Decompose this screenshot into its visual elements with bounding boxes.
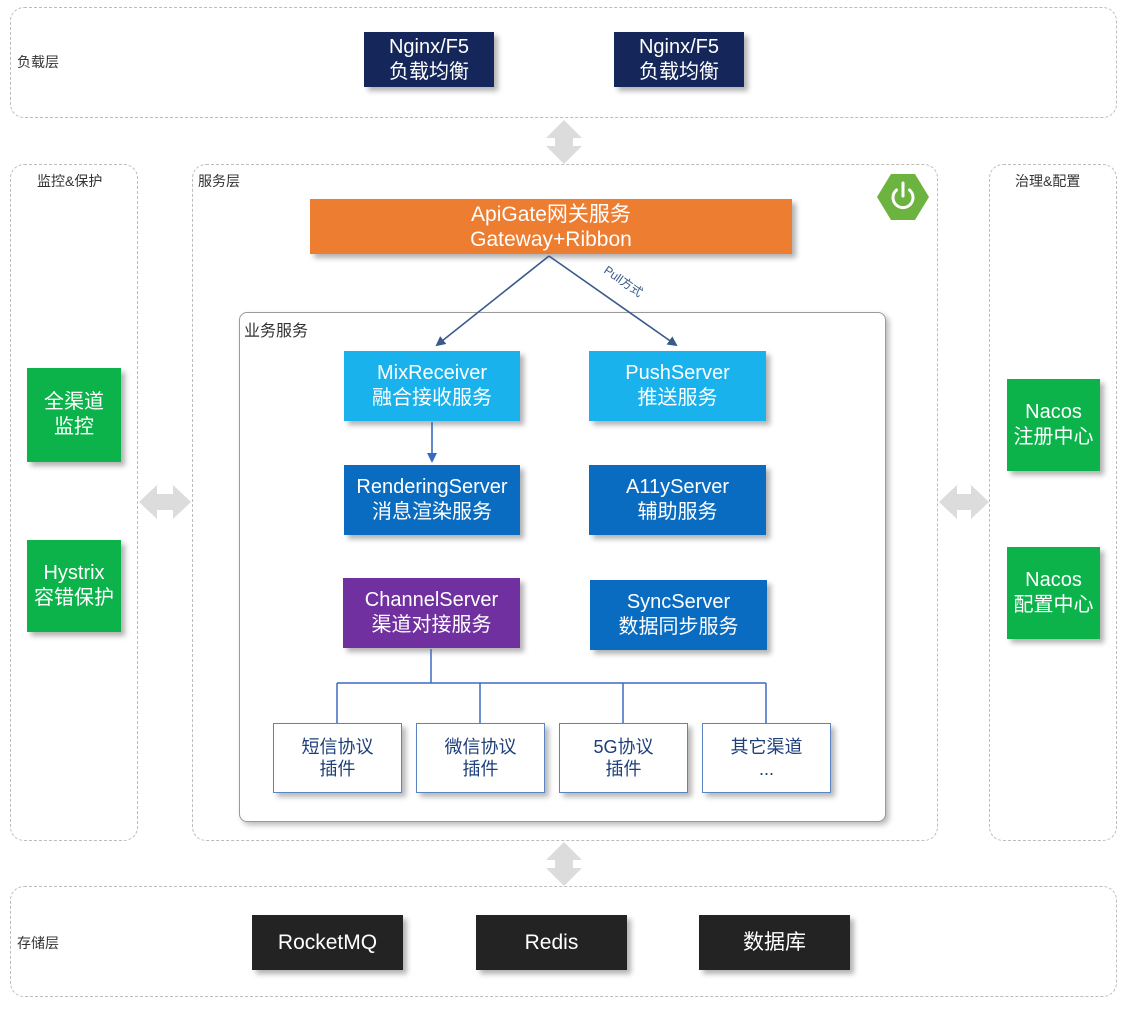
sync-server-box: SyncServer 数据同步服务	[590, 580, 767, 650]
nacos-config-box: Nacos 配置中心	[1007, 547, 1100, 639]
plugin-other-line1: 其它渠道	[730, 737, 803, 757]
load-balancer-2-line2: 负载均衡	[639, 60, 719, 83]
nacos-registry-line2: 注册中心	[1013, 426, 1094, 448]
plugin-other: 其它渠道 ...	[702, 723, 831, 793]
hystrix-box: Hystrix 容错保护	[27, 540, 121, 632]
rocketmq-label: RocketMQ	[277, 931, 378, 954]
nacos-config-line2: 配置中心	[1013, 594, 1094, 616]
plugin-wechat-line2: 插件	[462, 759, 499, 779]
channel-server-desc: 渠道对接服务	[371, 614, 492, 636]
push-server-desc: 推送服务	[637, 387, 718, 409]
plugin-other-line2: ...	[758, 759, 774, 779]
hystrix-line2: 容错保护	[34, 587, 114, 609]
channel-plugin-tree	[336, 649, 767, 723]
monitor-all-channel-line1: 全渠道	[44, 391, 104, 413]
load-balancer-1-line2: 负载均衡	[389, 60, 469, 83]
nacos-config-line1: Nacos	[1025, 569, 1082, 591]
plugin-wechat: 微信协议 插件	[416, 723, 545, 793]
plugin-sms: 短信协议 插件	[273, 723, 402, 793]
nacos-registry-line1: Nacos	[1025, 401, 1082, 423]
channel-server-box: ChannelServer 渠道对接服务	[343, 578, 520, 648]
plugin-5g-line1: 5G协议	[593, 737, 654, 757]
monitor-layer-region	[10, 164, 138, 841]
redis-box: Redis	[476, 915, 627, 970]
service-layer-region	[192, 164, 938, 841]
service-storage-double-arrow	[546, 842, 582, 886]
monitor-all-channel-box: 全渠道 监控	[27, 368, 121, 462]
gateway-line1: ApiGate网关服务	[471, 202, 631, 226]
monitor-service-double-arrow	[139, 485, 191, 519]
mix-receiver-box: MixReceiver 融合接收服务	[344, 351, 520, 421]
plugin-5g-line2: 插件	[605, 759, 642, 779]
service-governance-double-arrow	[939, 485, 989, 519]
channel-server-name: ChannelServer	[364, 589, 499, 611]
rocketmq-box: RocketMQ	[252, 915, 403, 970]
load-service-double-arrow	[546, 120, 582, 164]
rendering-server-box: RenderingServer 消息渲染服务	[344, 465, 520, 535]
load-layer-region	[10, 7, 1117, 118]
a11y-server-name: A11yServer	[625, 476, 729, 498]
load-balancer-1-line1: Nginx/F5	[388, 35, 470, 58]
load-balancer-1: Nginx/F5 负载均衡	[364, 32, 494, 87]
push-server-name: PushServer	[625, 362, 730, 384]
load-balancer-2-line1: Nginx/F5	[638, 35, 720, 58]
service-layer-label: 服务层	[198, 173, 240, 189]
spring-power-icon	[877, 174, 929, 220]
rendering-server-name: RenderingServer	[356, 476, 508, 498]
mix-receiver-desc: 融合接收服务	[372, 387, 492, 409]
storage-layer-region	[10, 886, 1117, 997]
load-balancer-2: Nginx/F5 负载均衡	[614, 32, 744, 87]
pull-mode-label: Pull方式	[601, 262, 646, 300]
redis-label: Redis	[524, 931, 579, 954]
storage-layer-label: 存储层	[17, 935, 59, 951]
gateway-line2: Gateway+Ribbon	[470, 227, 632, 251]
push-server-box: PushServer 推送服务	[589, 351, 766, 421]
database-label: 数据库	[743, 931, 806, 954]
governance-layer-region	[989, 164, 1117, 841]
monitor-layer-label: 监控&保护	[37, 173, 103, 189]
database-box: 数据库	[699, 915, 850, 970]
a11y-server-box: A11yServer 辅助服务	[589, 465, 766, 535]
mix-receiver-name: MixReceiver	[376, 362, 488, 384]
nacos-registry-box: Nacos 注册中心	[1007, 379, 1100, 471]
a11y-server-desc: 辅助服务	[637, 501, 718, 523]
business-services-label: 业务服务	[244, 323, 309, 340]
sync-server-desc: 数据同步服务	[618, 616, 739, 638]
gateway-to-mixreceiver-arrow	[435, 255, 550, 347]
plugin-sms-line2: 插件	[319, 759, 356, 779]
plugin-wechat-line1: 微信协议	[444, 737, 517, 757]
governance-layer-label: 治理&配置	[1015, 173, 1081, 189]
plugin-sms-line1: 短信协议	[301, 737, 374, 757]
monitor-all-channel-line2: 监控	[54, 416, 94, 438]
gateway-box: ApiGate网关服务 Gateway+Ribbon	[310, 199, 792, 254]
gateway-to-pushserver-arrow	[548, 255, 678, 347]
plugin-5g: 5G协议 插件	[559, 723, 688, 793]
hystrix-line1: Hystrix	[43, 562, 105, 584]
sync-server-name: SyncServer	[626, 591, 731, 613]
load-layer-label: 负载层	[17, 54, 59, 70]
rendering-server-desc: 消息渲染服务	[372, 501, 492, 523]
